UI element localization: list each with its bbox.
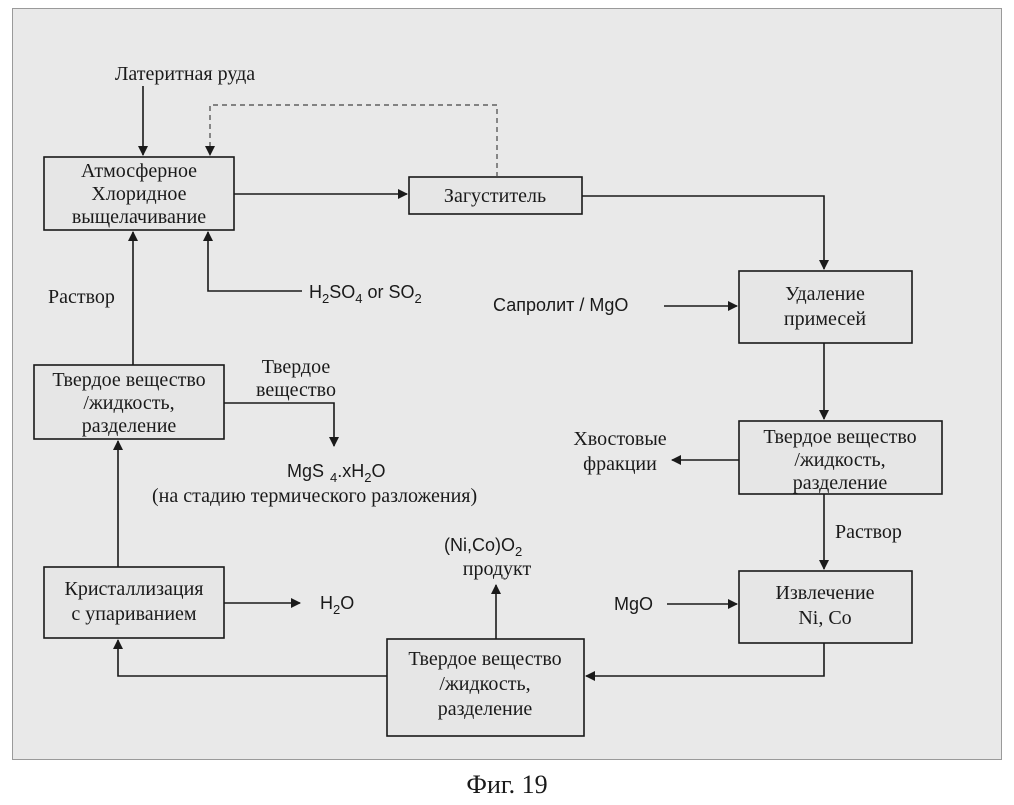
box-sep-bottom-line1: Твердое вещество [408,648,561,670]
box-sep-bottom-line2: /жидкость, [439,673,530,695]
label-tails-line1: Хвостовые [573,428,666,450]
label-solution-right: Раствор [835,521,902,543]
box-leaching-line2: Хлоридное [91,183,186,205]
label-thermal-stage: (на стадию термического разложения) [152,485,477,507]
box-crystallization: Кристаллизация с упариванием [44,567,224,638]
box-sep-right-line3: разделение [793,472,888,494]
label-tails-line2: фракции [583,453,657,475]
label-mgso4: MgS4.xH2O [287,461,386,485]
box-extraction: Извлечение Ni, Co [739,571,912,643]
box-separation-right: Твердое вещество /жидкость, разделение [739,421,942,494]
box-thickener-label: Загуститель [444,185,546,207]
box-separation-bottom: Твердое вещество /жидкость, разделение [387,639,584,736]
box-crystal-line1: Кристаллизация [64,578,203,600]
arrow-thickener-to-impurity [582,196,824,269]
label-water: H2O [320,593,354,617]
label-mgo: MgO [614,594,653,614]
arrow-acid-to-leach [208,232,302,291]
label-saprolite: Сапролит / MgO [493,295,628,315]
label-solid-line1: Твердое [262,356,331,378]
box-impurity-removal: Удаление примесей [739,271,912,343]
box-sep-left-line3: разделение [82,415,177,437]
label-acid-reagent: H2SO4 or SO2 [309,282,422,306]
box-impurity-line2: примесей [784,308,866,330]
box-separation-left: Твердое вещество /жидкость, разделение [34,365,224,439]
box-extraction-line1: Извлечение [775,582,874,604]
box-leaching: Атмосферное Хлоридное выщелачивание [44,157,234,230]
arrow-recycle-dashed [210,105,497,177]
box-thickener: Загуститель [409,177,582,214]
label-product-formula: (Ni,Co)O2 [444,535,522,559]
box-sep-bottom-line3: разделение [438,698,533,720]
box-sep-left-line2: /жидкость, [83,392,174,414]
label-solid-line2: вещество [256,379,336,401]
box-impurity-line1: Удаление [785,283,865,305]
box-leaching-line1: Атмосферное [81,160,197,182]
label-laterite-ore: Латеритная руда [115,63,255,85]
arrow-extraction-to-separation [586,643,824,676]
box-extraction-line2: Ni, Co [798,607,851,629]
figure-caption: Фиг. 19 [0,770,1014,800]
arrow-solid-to-mgso4 [224,403,334,446]
box-crystal-line2: с упариванием [71,603,197,625]
label-product: продукт [463,558,532,580]
box-sep-right-line1: Твердое вещество [763,426,916,448]
box-sep-right-line2: /жидкость, [794,449,885,471]
box-sep-left-line1: Твердое вещество [52,369,205,391]
box-leaching-line3: выщелачивание [72,206,206,228]
arrow-separation-to-crystallization [118,640,387,676]
label-solution-left: Раствор [48,286,115,308]
